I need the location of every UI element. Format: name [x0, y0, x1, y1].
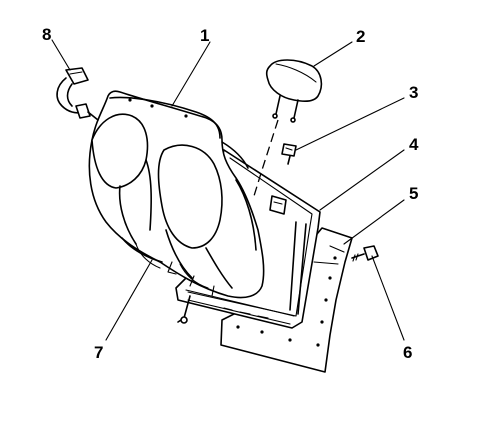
headrest	[265, 59, 323, 123]
wiring-harness-connector	[56, 67, 99, 121]
headrest-guide	[269, 195, 287, 215]
callout-4: 4	[409, 135, 419, 154]
callout-1: 1	[200, 26, 209, 45]
callout-8: 8	[42, 25, 51, 44]
callout-2: 2	[356, 27, 365, 46]
leader-lines	[51, 39, 405, 341]
callout-6: 6	[403, 343, 412, 362]
headrest-retainer-clip	[281, 143, 297, 165]
headrest-alignment-line	[253, 119, 279, 197]
callout-3: 3	[409, 83, 418, 102]
callout-5: 5	[409, 184, 418, 203]
seat-back-cushion	[88, 90, 265, 299]
bolt	[351, 245, 379, 262]
callout-7: 7	[94, 343, 103, 362]
